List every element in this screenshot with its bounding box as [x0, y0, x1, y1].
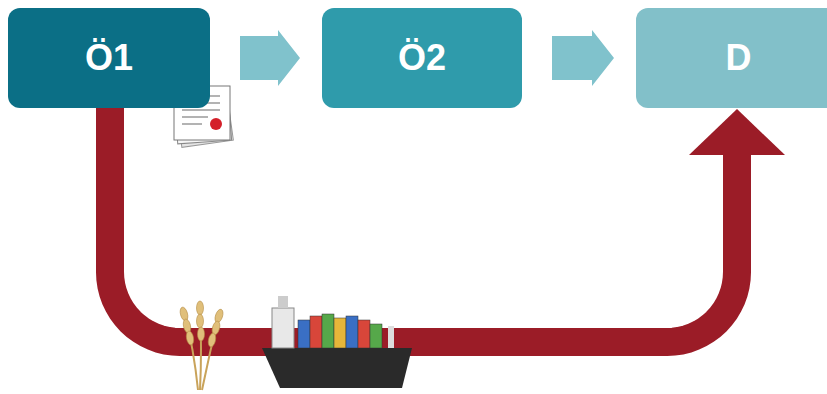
- ship-bridge: [272, 308, 294, 348]
- process-box: Ö1: [8, 8, 210, 108]
- ship-hull: [262, 348, 412, 388]
- flow-arrow: [240, 30, 300, 86]
- flow-band: [110, 108, 737, 342]
- ship-crane: [388, 326, 394, 348]
- process-box: Ö2: [322, 8, 522, 108]
- ship-mast: [278, 296, 288, 308]
- block-arrow: [240, 30, 300, 86]
- container-ship-icon: [262, 296, 412, 388]
- arrow-head: [689, 109, 785, 155]
- box-label: Ö1: [85, 37, 133, 79]
- flow-arrow: [110, 108, 785, 342]
- box-label: Ö2: [398, 37, 446, 79]
- block-arrow: [552, 30, 614, 86]
- wheat-icon: [179, 301, 225, 390]
- flow-arrow: [552, 30, 614, 86]
- box-label: D: [726, 37, 752, 79]
- ship-containers: [298, 314, 382, 348]
- process-box: D: [636, 8, 827, 108]
- document-seal: [210, 118, 222, 130]
